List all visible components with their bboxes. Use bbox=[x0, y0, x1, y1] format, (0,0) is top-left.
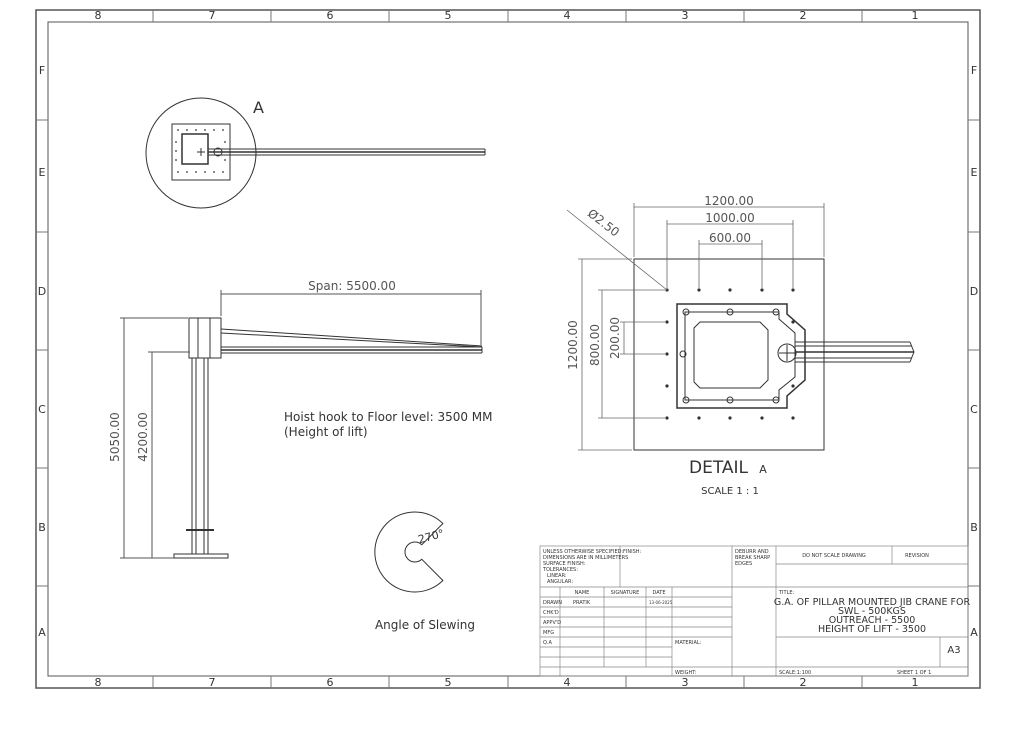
tb-weight: WEIGHT: bbox=[675, 670, 697, 676]
tb-finish: FINISH: bbox=[623, 549, 641, 555]
row-label: C bbox=[970, 403, 978, 416]
col-label: 7 bbox=[209, 676, 216, 689]
col-label: 1 bbox=[912, 9, 919, 22]
sheet-outer-border bbox=[35, 9, 981, 689]
detail-dia-label: Ø2.50 bbox=[585, 206, 622, 239]
slew-caption: Angle of Slewing bbox=[375, 618, 475, 632]
height-total-label: 5050.00 bbox=[108, 412, 122, 462]
col-label: 8 bbox=[95, 9, 102, 22]
col-label: 2 bbox=[800, 676, 807, 689]
tb-row-chkd: CHK'D bbox=[543, 610, 559, 616]
detail-title-letter: A bbox=[759, 463, 767, 476]
title-block-grid bbox=[539, 545, 969, 677]
detail-dim-v3: 200.00 bbox=[608, 317, 622, 359]
tb-note: TOLERANCES: bbox=[542, 567, 578, 573]
detail-dim-top2: 1000.00 bbox=[705, 211, 755, 225]
col-label: 1 bbox=[912, 676, 919, 689]
detail-title: DETAIL bbox=[689, 458, 749, 478]
hoist-note-line1: Hoist hook to Floor level: 3500 MM bbox=[284, 410, 493, 424]
row-label: D bbox=[970, 285, 978, 298]
side-elevation bbox=[173, 317, 483, 559]
tb-note: LINEAR: bbox=[547, 573, 567, 579]
tb-deburr: BREAK SHARP bbox=[735, 555, 770, 561]
height-hook-label: 4200.00 bbox=[136, 412, 150, 462]
tb-sheet: SHEET 1 OF 1 bbox=[897, 670, 931, 676]
col-label: 4 bbox=[564, 9, 571, 22]
row-label: A bbox=[970, 626, 978, 639]
slewing-symbol bbox=[374, 511, 444, 593]
tb-deburr: EDGES bbox=[735, 561, 752, 567]
anchor-bolts bbox=[665, 288, 795, 420]
row-label: B bbox=[38, 521, 46, 534]
tb-col-signature: SIGNATURE bbox=[611, 590, 640, 596]
detail-dim-v2: 800.00 bbox=[588, 324, 602, 366]
tb-row-qa: Q.A bbox=[543, 640, 553, 646]
tb-note: UNLESS OTHERWISE SPECIFIED: bbox=[543, 549, 623, 555]
tb-size: A3 bbox=[947, 645, 960, 656]
tb-title-line: G.A. OF PILLAR MOUNTED JIB CRANE FOR bbox=[774, 597, 971, 608]
tb-material: MATERIAL: bbox=[675, 640, 702, 646]
row-label: D bbox=[38, 285, 46, 298]
tb-drawn-name: PRATIK bbox=[573, 600, 591, 606]
col-label: 6 bbox=[327, 9, 334, 22]
tb-do-not-scale: DO NOT SCALE DRAWING bbox=[802, 553, 866, 559]
tb-title-line: HEIGHT OF LIFT - 3500 bbox=[818, 624, 926, 635]
tb-deburr: DEBURR AND bbox=[735, 549, 769, 555]
tb-scale: SCALE:1:100 bbox=[779, 670, 811, 676]
col-label: 3 bbox=[682, 9, 689, 22]
zone-ticks bbox=[36, 10, 980, 688]
tb-col-name: NAME bbox=[575, 590, 590, 596]
col-label: 6 bbox=[327, 676, 334, 689]
col-label: 7 bbox=[209, 9, 216, 22]
slew-angle-label: 270° bbox=[417, 527, 446, 546]
detail-dim-v1: 1200.00 bbox=[566, 320, 580, 370]
col-label: 5 bbox=[445, 676, 452, 689]
row-label: E bbox=[971, 166, 978, 179]
span-label: Span: 5500.00 bbox=[308, 279, 396, 293]
span-dimension bbox=[220, 290, 482, 345]
detail-scale: SCALE 1 : 1 bbox=[701, 486, 759, 497]
row-label: F bbox=[39, 64, 45, 77]
row-label: E bbox=[39, 166, 46, 179]
sheet-inner-border bbox=[47, 21, 969, 677]
tb-row-drawn: DRAWN bbox=[543, 600, 562, 606]
height-dimensions bbox=[120, 317, 190, 559]
top-view bbox=[145, 97, 486, 209]
row-label: A bbox=[38, 626, 46, 639]
title-block-title: G.A. OF PILLAR MOUNTED JIB CRANE FOR SWL… bbox=[774, 597, 971, 635]
col-label: 4 bbox=[564, 676, 571, 689]
detail-dim-top3: 600.00 bbox=[709, 231, 751, 245]
col-label: 8 bbox=[95, 676, 102, 689]
row-label: B bbox=[970, 521, 978, 534]
tb-title-line: OUTREACH - 5500 bbox=[829, 615, 916, 626]
top-view-label: A bbox=[253, 98, 264, 117]
detail-a bbox=[633, 258, 915, 451]
col-label: 2 bbox=[800, 9, 807, 22]
hoist-note-line2: (Height of lift) bbox=[284, 425, 368, 439]
col-label: 5 bbox=[445, 9, 452, 22]
tb-revision: REVISION bbox=[905, 553, 929, 559]
tb-title-label: TITLE: bbox=[778, 590, 795, 596]
col-label: 3 bbox=[682, 676, 689, 689]
tb-note: SURFACE FINISH: bbox=[543, 561, 586, 567]
tb-title-line: SWL - 500KGS bbox=[838, 606, 906, 617]
title-block-notes: UNLESS OTHERWISE SPECIFIED: DIMENSIONS A… bbox=[542, 549, 931, 676]
row-label: C bbox=[38, 403, 46, 416]
tb-drawn-date: 13-06-2025 bbox=[649, 600, 673, 605]
tb-note: ANGULAR: bbox=[547, 579, 573, 585]
tb-row-appvd: APPV'D bbox=[543, 620, 561, 626]
detail-dimensions bbox=[566, 203, 825, 451]
tb-col-date: DATE bbox=[652, 590, 665, 596]
tb-note: DIMENSIONS ARE IN MILLIMETERS bbox=[543, 555, 628, 561]
row-label: F bbox=[971, 64, 977, 77]
detail-dim-top1: 1200.00 bbox=[704, 194, 754, 208]
tb-row-mfg: MFG bbox=[543, 630, 554, 636]
